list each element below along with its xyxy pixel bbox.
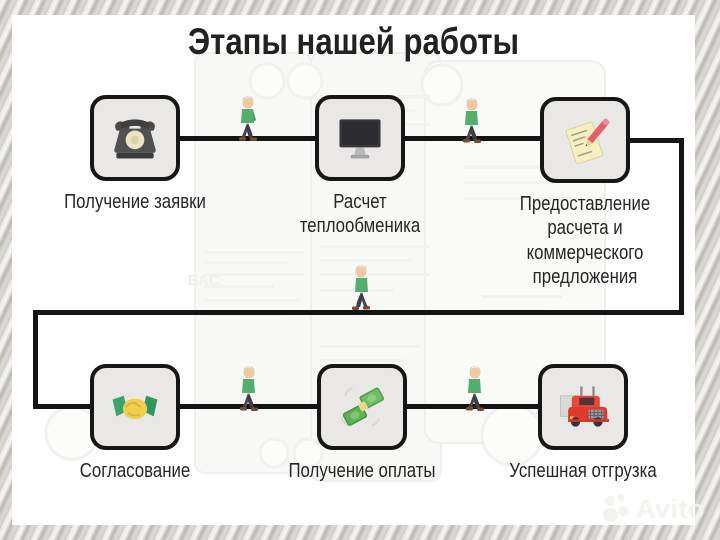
step-box-request: [90, 95, 180, 181]
computer-monitor-icon: [339, 119, 381, 159]
eac-mark-ghost: EAC: [188, 272, 220, 289]
money-banknotes-icon: [340, 387, 384, 427]
handshake-icon: [112, 395, 158, 420]
step-box-proposal: [540, 97, 630, 183]
step-label-payment-text: Получение оплаты: [288, 460, 436, 482]
page-title: Этапы нашей работы: [12, 21, 695, 63]
step-label-approval-text: Согласование: [79, 460, 191, 482]
walking-person-icon: [240, 366, 258, 411]
step-label-calculation: Расчет теплообменика: [270, 190, 450, 239]
step-label-proposal: Предоставление расчета и коммерческого п…: [505, 192, 665, 290]
step-label-request-text: Получение заявки: [64, 191, 206, 213]
step-label-proposal-text: Предоставление расчета и коммерческого п…: [519, 193, 651, 289]
connector-right-vertical: [679, 138, 684, 315]
walking-person-icon: [466, 366, 484, 411]
walking-person-icon: [463, 98, 481, 143]
connector-step1-step2: [180, 136, 315, 141]
connector-into-step4: [33, 404, 90, 409]
red-truck-icon: [560, 386, 610, 427]
avito-logo-icon: [603, 494, 629, 523]
step-label-calculation-text: Расчет теплообменика: [299, 191, 421, 238]
step-box-approval: [90, 364, 180, 450]
step-label-approval: Согласование: [35, 459, 235, 483]
step-label-shipment: Успешная отгрузка: [473, 459, 693, 483]
rotary-phone-icon: [114, 119, 156, 159]
connector-step3-exit: [628, 138, 684, 143]
step-label-payment: Получение оплаты: [252, 459, 472, 483]
connector-left-vertical: [33, 310, 38, 409]
step-box-shipment: [538, 364, 628, 450]
step-box-payment: [317, 364, 407, 450]
avito-watermark-text: Avito: [636, 493, 705, 524]
connector-long-horizontal: [33, 310, 684, 315]
step-label-shipment-text: Успешная отгрузка: [509, 460, 657, 482]
connector-step2-step3: [403, 136, 540, 141]
walking-person-icon: [239, 96, 257, 141]
infographic-canvas: EAC Этапы нашей работы: [12, 15, 695, 525]
step-box-calculation: [315, 95, 405, 181]
avito-watermark: Avito: [601, 489, 720, 529]
page-title-text: Этапы нашей работы: [187, 21, 519, 62]
connector-step4-step5: [180, 404, 317, 409]
walking-person-icon: [352, 265, 370, 310]
note-and-pencil-icon: [565, 118, 610, 165]
step-label-request: Получение заявки: [25, 190, 245, 214]
